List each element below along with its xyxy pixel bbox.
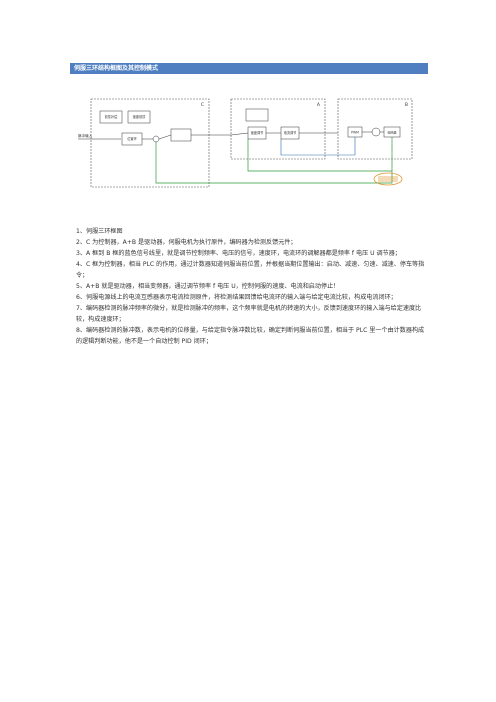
pwm-label: PWM bbox=[351, 131, 359, 135]
feedforward-block-2 bbox=[127, 110, 151, 124]
motor-box-b bbox=[337, 98, 413, 160]
list-item: 3、A 框到 B 框的蓝色信号线里，就是调节控制频率、电压的信号，速度环，电流环… bbox=[76, 250, 401, 257]
speed-feedforward-label: 速度前馈 bbox=[133, 114, 147, 119]
position-feedforward-label: 前馈补偿 bbox=[105, 114, 119, 119]
controller-out-block bbox=[170, 128, 192, 142]
list-item: 4、C 框为控制器，相当 PLC 的作用，通过计数器知道伺服当前位置，并根据当期… bbox=[76, 261, 425, 279]
section-title-bar: 伺服三环结构框图及其控制模式 bbox=[70, 63, 428, 74]
controller-box-c-label: C bbox=[201, 102, 204, 108]
watermark-logo bbox=[373, 172, 403, 186]
position-feedback-line bbox=[155, 142, 393, 184]
position-loop-label: 位置环 bbox=[127, 136, 137, 141]
speed-loop-label: 速度调节 bbox=[251, 130, 265, 135]
motor-icon bbox=[371, 127, 381, 137]
servo-three-loop-diagram: C A B 脉冲输入 前馈补偿 速度前馈 位置环 速度调节 电流调节 PWM bbox=[78, 98, 413, 188]
current-feedback-line bbox=[280, 137, 356, 156]
summing-junction bbox=[152, 135, 160, 143]
controller-box-c bbox=[90, 98, 210, 188]
list-item: 1、伺服三环框图 bbox=[76, 228, 123, 235]
driver-box-a bbox=[230, 98, 326, 160]
driver-box-a-label: A bbox=[317, 102, 321, 108]
pulse-input-label: 脉冲输入 bbox=[78, 133, 93, 138]
article-body: 1、伺服三环框图 2、C 为控制器，A+B 是驱动器，伺服电机为执行原件，编码器… bbox=[76, 226, 426, 347]
driver-top-block bbox=[245, 108, 269, 122]
encoder-label: 编码器 bbox=[387, 130, 396, 135]
list-item: 5、A+B 就是驱动器，相当变频器，通过调节频率 f 电压 U，控制伺服的速度、… bbox=[76, 283, 340, 290]
list-item: 6、伺服电源线上的电流互感器表示电流检测原件，将检测结果回馈给电流环的输入端与给… bbox=[76, 294, 397, 301]
feedforward-block-1 bbox=[99, 110, 123, 124]
motor-box-b-label: B bbox=[405, 102, 408, 108]
list-item: 7、编码器检测的脉冲频率的微分，就是检测脉冲的频率，这个频率就是电机的转速的大小… bbox=[76, 305, 422, 323]
current-loop-label: 电流调节 bbox=[284, 130, 298, 135]
list-item: 8、编码器检测的脉冲数，表示电机的位移量，与给定指令脉冲数比较，确定判断伺服当前… bbox=[76, 327, 425, 345]
speed-feedback-line bbox=[247, 137, 393, 172]
section-title: 伺服三环结构框图及其控制模式 bbox=[74, 65, 159, 72]
list-item: 2、C 为控制器，A+B 是驱动器，伺服电机为执行原件，编码器为检测反馈元件； bbox=[76, 239, 297, 246]
